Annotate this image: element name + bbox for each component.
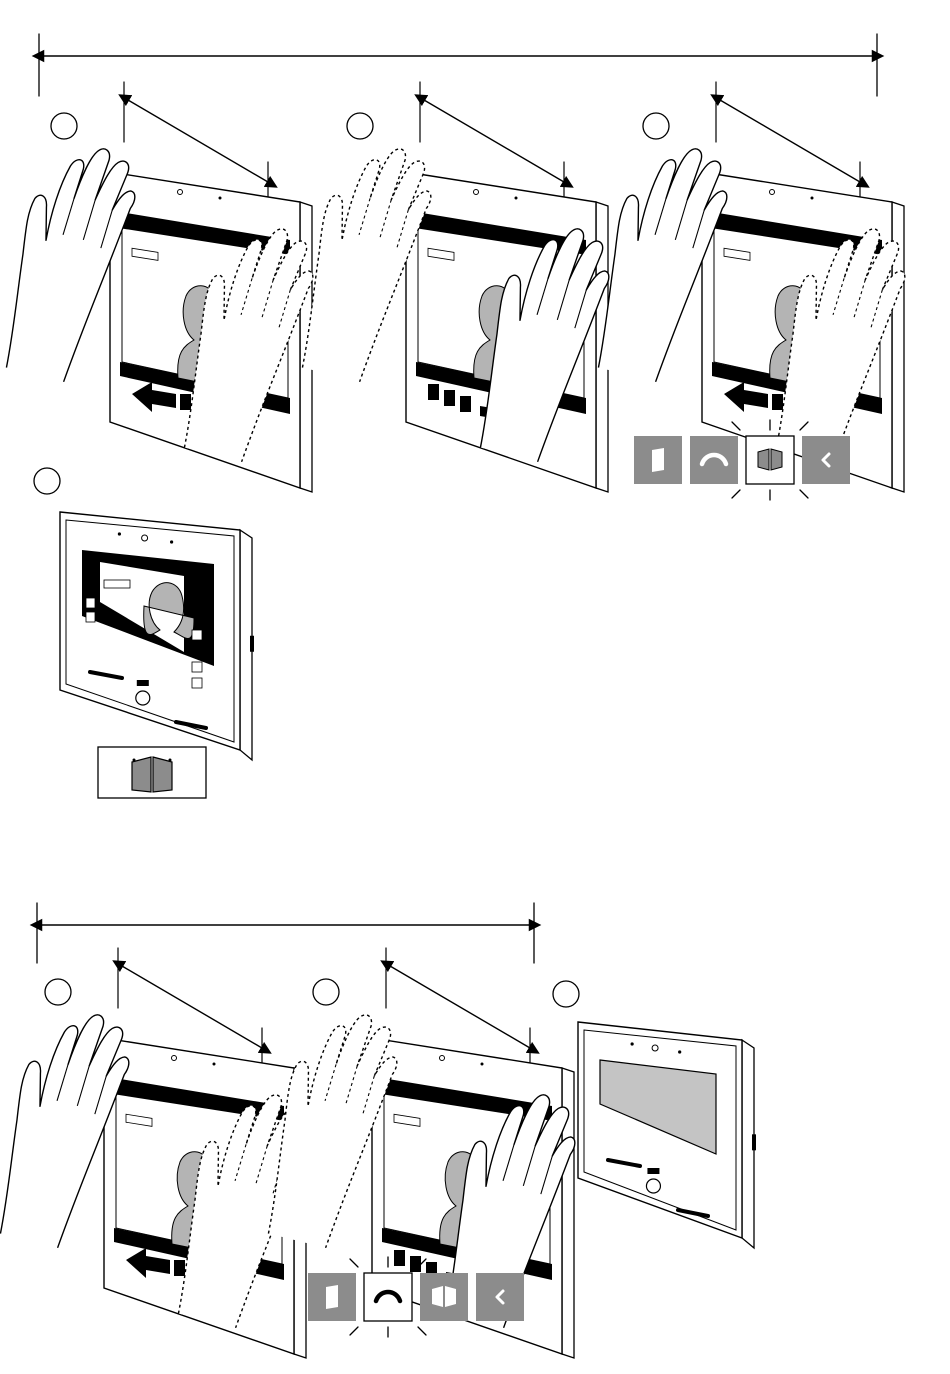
sensor-dot	[170, 540, 173, 543]
sensor-dot	[118, 532, 121, 535]
gate-button-face	[746, 436, 794, 484]
door-icon	[652, 448, 664, 472]
button-square	[428, 384, 439, 400]
camera-dot	[172, 1056, 177, 1061]
gate-hinge-dot	[169, 759, 172, 762]
door-button	[634, 436, 682, 484]
button-square	[444, 390, 455, 406]
gate-callout-box	[98, 747, 206, 798]
back-chevron-button-face	[802, 436, 850, 484]
sensor-dot	[219, 197, 222, 200]
step-1c	[584, 82, 915, 492]
side-icon	[86, 598, 95, 608]
step-marker	[34, 468, 60, 494]
highlight-ray	[732, 490, 740, 498]
highlight-ray	[350, 1259, 358, 1267]
button-square	[772, 394, 783, 410]
back-chevron-button-face	[476, 1273, 524, 1321]
sensor-dot	[515, 197, 518, 200]
step-1d	[60, 512, 254, 760]
gate-button-face	[420, 1273, 468, 1321]
side-icon	[192, 630, 202, 640]
side-switch	[752, 1134, 756, 1150]
handset-button-face	[690, 436, 738, 484]
step-marker	[553, 981, 579, 1007]
button-square	[460, 396, 471, 412]
home-button	[136, 691, 150, 705]
camera-dot	[178, 190, 183, 195]
side-icon	[86, 612, 95, 622]
highlight-ray	[418, 1327, 426, 1335]
button-square	[180, 394, 191, 410]
back-chevron-button	[476, 1273, 524, 1321]
camera-dot	[652, 1045, 658, 1051]
step-1a	[0, 82, 323, 492]
brand-logo	[137, 680, 149, 686]
home-button	[646, 1179, 660, 1193]
sensor-dot	[481, 1063, 484, 1066]
step-1b	[288, 82, 619, 492]
door-icon	[326, 1285, 338, 1309]
hand-distance-dimension	[128, 100, 268, 182]
sensor-dot	[811, 197, 814, 200]
handset-button-face	[364, 1273, 412, 1321]
hand-distance-dimension	[122, 966, 262, 1048]
sensor-dot	[631, 1042, 634, 1045]
hand-distance-dimension	[390, 966, 530, 1048]
highlight-ray	[350, 1327, 358, 1335]
side-icon	[192, 678, 202, 688]
step-marker	[347, 113, 373, 139]
gate-hinge-dot	[133, 759, 136, 762]
step-2a	[0, 948, 317, 1358]
button-square	[410, 1256, 421, 1272]
back-chevron-button	[802, 436, 850, 484]
highlight-ray	[800, 490, 808, 498]
screen-label-box	[104, 580, 130, 588]
step-2c	[578, 1022, 756, 1248]
button-square	[394, 1250, 405, 1266]
step-marker	[51, 113, 77, 139]
step-marker	[45, 979, 71, 1005]
sequence-2	[0, 903, 756, 1358]
hand-distance-dimension	[424, 100, 564, 182]
step-marker	[643, 113, 669, 139]
side-switch	[250, 636, 254, 652]
sensor-dot	[213, 1063, 216, 1066]
handset-button	[690, 436, 738, 484]
camera-dot	[474, 190, 479, 195]
step-marker	[313, 979, 339, 1005]
sequence-1	[0, 34, 915, 798]
gate-callout	[98, 747, 206, 798]
camera-dot	[142, 535, 148, 541]
button-square	[174, 1260, 185, 1276]
camera-dot	[770, 190, 775, 195]
sensor-dot	[678, 1050, 681, 1053]
gate-button	[420, 1273, 468, 1321]
brand-logo	[647, 1168, 659, 1174]
camera-dot	[440, 1056, 445, 1061]
hand-distance-dimension	[720, 100, 860, 182]
side-icon	[192, 662, 202, 672]
door-button	[308, 1273, 356, 1321]
